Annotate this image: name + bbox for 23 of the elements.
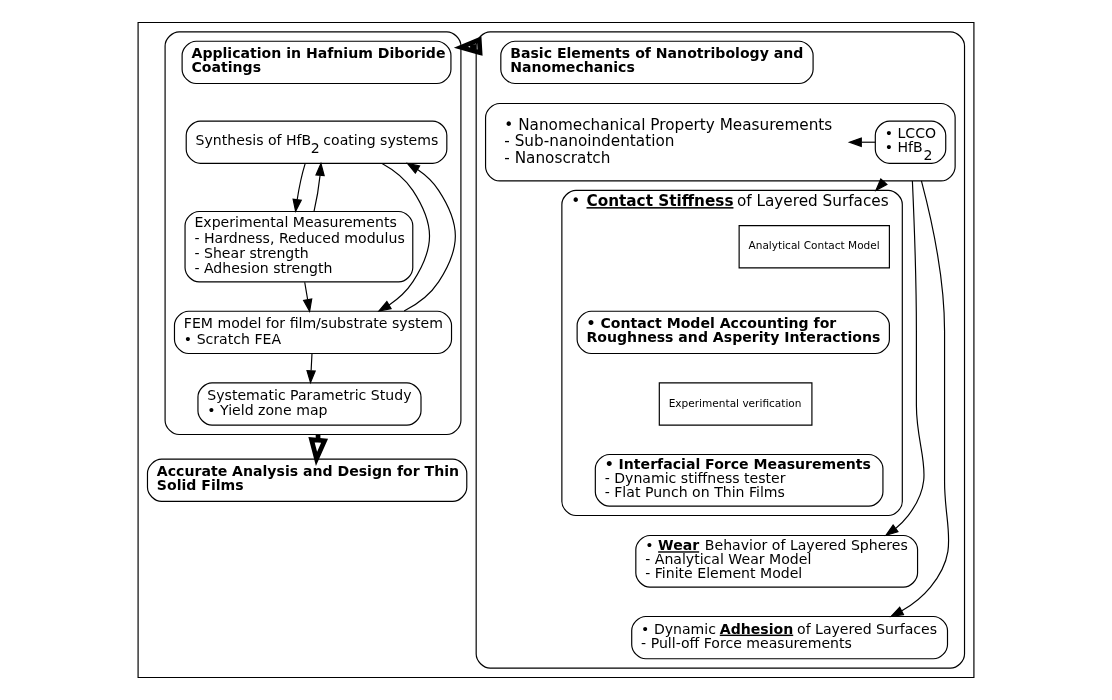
node-box: Accurate Analysis and Design for Thin Solid Films	[146, 458, 468, 502]
arrow	[302, 281, 313, 313]
arrow	[377, 162, 431, 312]
node-box: Basic Elements of Nanotribology and Nanomechanics	[500, 40, 814, 85]
node-box: Experimental Measurements - Hardness, Reduced modulus - Shear strength - Adhesion strength	[184, 210, 414, 283]
arrow	[313, 161, 325, 212]
node-box: • Wear Behavior of Layered Spheres - Analytical Wear Model - Finite Element Model	[635, 534, 919, 588]
node-box: • Dynamic Adhesion of Layered Surfaces - Pull-off Force measurements	[631, 615, 949, 660]
node-box: Analytical Contact Model	[738, 225, 890, 269]
node-box: Experimental verification	[658, 382, 813, 426]
arrow	[292, 163, 306, 214]
node-box: • Interfacial Force Measurements - Dynamic stiffness tester - Flat Punch on Thin Films	[594, 453, 884, 507]
cluster	[137, 21, 975, 679]
node-box: Application in Hafnium Diboride Coatings	[181, 40, 452, 85]
node-box: FEM model for film/substrate system • Scratch FEA	[173, 310, 453, 355]
arrow	[889, 180, 950, 618]
arrow	[306, 353, 317, 385]
node-box: Systematic Parametric Study • Yield zone map	[197, 382, 422, 426]
cluster	[164, 31, 462, 436]
node-box: • Contact Model Accounting for Roughness and Asperity Interactions	[576, 310, 890, 355]
arrow	[453, 36, 483, 56]
cluster	[475, 31, 966, 669]
arrow	[403, 162, 456, 312]
